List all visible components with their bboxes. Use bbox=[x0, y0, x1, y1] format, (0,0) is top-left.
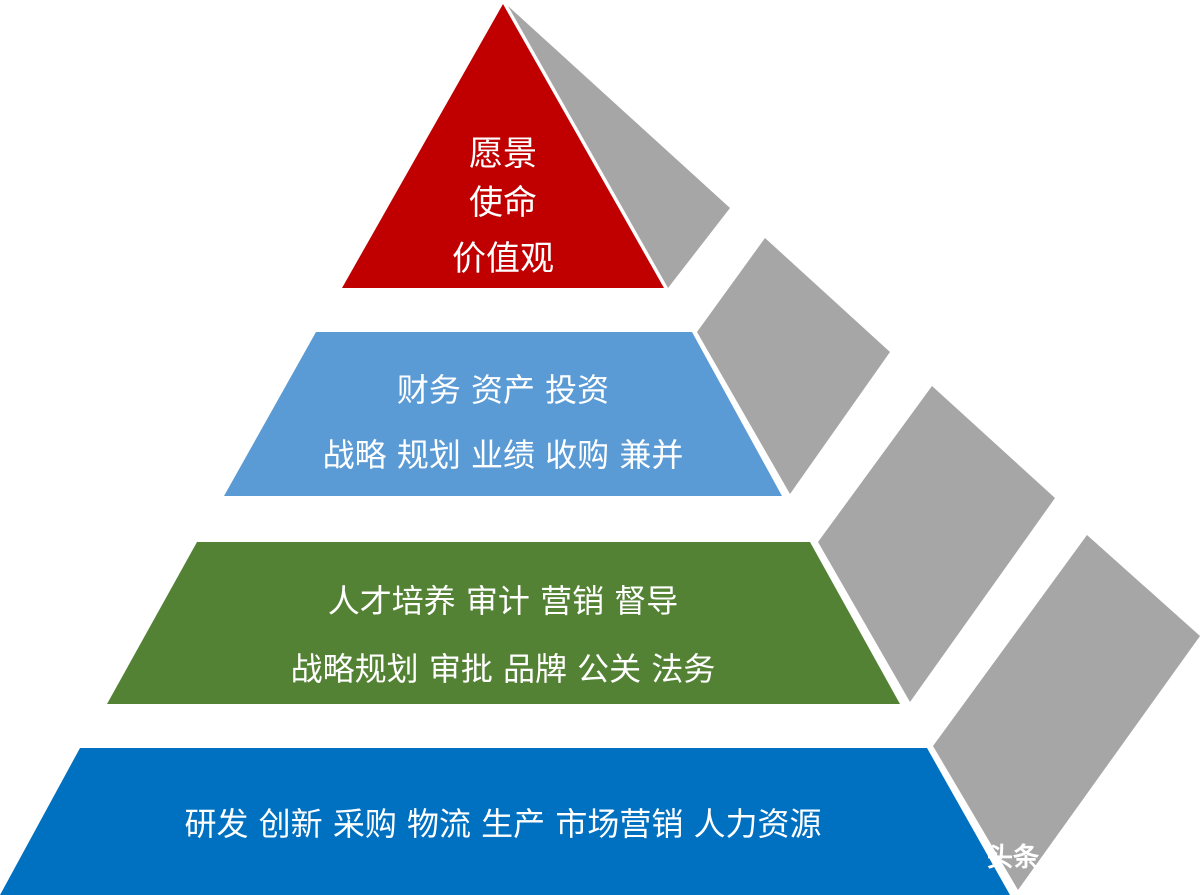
tier-management-shape bbox=[107, 542, 900, 704]
tier-management-line-1: 人才培养 审计 营销 督导 bbox=[328, 582, 679, 620]
tier-vision-line-3: 价值观 bbox=[452, 239, 554, 279]
tier-vision-line-1: 愿景 bbox=[469, 134, 537, 174]
watermark: 头条 @商说智慧 bbox=[987, 842, 1178, 873]
tier-finance-strategy-shape bbox=[224, 332, 782, 496]
tier-finance-strategy-line-1: 财务 资产 投资 bbox=[397, 371, 609, 409]
tier-management-line-2: 战略规划 审批 品牌 公关 法务 bbox=[291, 650, 716, 688]
side-face-2 bbox=[697, 238, 890, 494]
tier-finance-strategy-line-2: 战略 规划 业绩 收购 兼并 bbox=[323, 436, 684, 474]
tier-operations-shape bbox=[0, 748, 1010, 895]
side-face-4 bbox=[933, 535, 1200, 890]
tier-vision-shape bbox=[342, 4, 664, 288]
tier-vision-line-2: 使命 bbox=[469, 183, 537, 223]
side-face-3 bbox=[818, 386, 1055, 702]
tier-operations-line-1: 研发 创新 采购 物流 生产 市场营销 人力资源 bbox=[184, 805, 821, 843]
side-face-1 bbox=[508, 6, 730, 288]
